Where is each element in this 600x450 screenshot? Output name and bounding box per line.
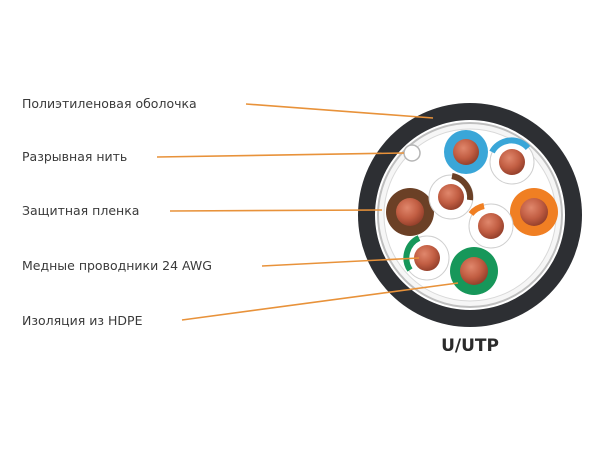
leader-film: [169, 209, 383, 212]
ripcord: [403, 144, 421, 162]
leader-jacket: [245, 103, 434, 119]
pair-green: [403, 235, 498, 295]
pair-blue: [444, 130, 535, 185]
copper-conductor: [460, 257, 488, 285]
copper-conductor: [453, 139, 479, 165]
label-ripcord: Разрывная нить: [22, 149, 127, 164]
copper-conductor: [499, 149, 525, 175]
copper-conductor: [414, 245, 440, 271]
copper-conductor: [438, 184, 464, 210]
label-film: Защитная пленка: [22, 203, 139, 218]
blue-stripe: [489, 137, 531, 154]
leader-ripcord: [156, 152, 405, 158]
orange-stripe: [468, 203, 485, 217]
copper-conductor: [478, 213, 504, 239]
cable-type-label: U/UTP: [441, 336, 499, 356]
copper-conductor: [520, 198, 548, 226]
green-stripe: [403, 235, 421, 272]
leader-lines: [156, 103, 459, 321]
label-insulation: Изоляция из HDPE: [22, 313, 143, 328]
pair-orange: [468, 188, 558, 249]
label-jacket: Полиэтиленовая оболочка: [22, 96, 197, 111]
label-conductors: Медные проводники 24 AWG: [22, 258, 212, 273]
pair-brown: [386, 173, 474, 236]
copper-conductor: [396, 198, 424, 226]
brown-stripe: [451, 173, 474, 201]
leader-insulation: [181, 282, 459, 321]
leader-conductors: [261, 257, 420, 267]
